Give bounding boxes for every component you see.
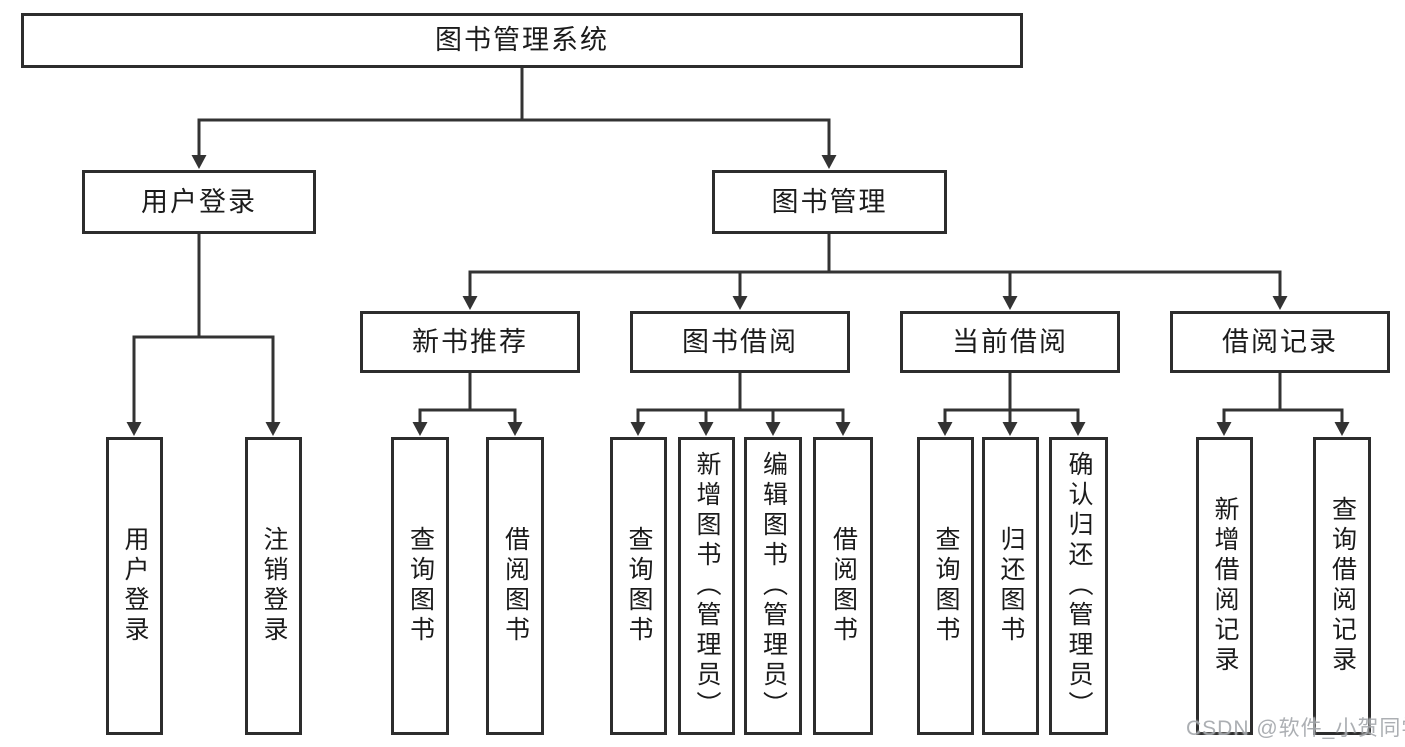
- arrow-icon: [630, 422, 646, 436]
- leaf-edit-books-admin: 编辑图书（管理员）: [744, 437, 802, 735]
- node-label: 用户登录: [121, 526, 149, 646]
- connector-new-book-recommend-children: [418, 371, 517, 426]
- node-library-system: 图书管理系统: [21, 13, 1023, 68]
- node-label: 归还图书: [997, 526, 1025, 646]
- arrow-icon: [1216, 422, 1232, 436]
- node-label: 借阅图书: [829, 526, 858, 646]
- leaf-return-books: 归还图书: [982, 437, 1039, 735]
- leaf-query-books-recommend: 查询图书: [391, 437, 449, 735]
- arrow-icon: [1272, 296, 1288, 310]
- arrow-icon: [126, 422, 142, 436]
- arrow-icon: [1070, 422, 1086, 436]
- arrow-icon: [1334, 422, 1350, 436]
- node-label: 借阅记录: [1222, 326, 1338, 357]
- node-label: 注销登录: [260, 526, 288, 646]
- arrow-icon: [821, 155, 837, 169]
- connector-borrow-records-children: [1222, 371, 1344, 426]
- arrow-icon: [1002, 422, 1018, 436]
- leaf-query-books-current: 查询图书: [917, 437, 974, 735]
- node-label: 查询图书: [406, 526, 435, 646]
- node-new-book-recommend: 新书推荐: [360, 311, 580, 373]
- connector-user-login-children: [132, 232, 275, 426]
- node-label: 图书管理: [771, 186, 888, 217]
- node-book-management: 图书管理: [712, 170, 947, 234]
- node-label: 新书推荐: [412, 326, 528, 357]
- node-label: 编辑图书（管理员）: [759, 451, 788, 721]
- csdn-watermark: CSDN @软件_小贺同学: [1186, 717, 1405, 740]
- node-label: 新增图书（管理员）: [693, 451, 721, 721]
- node-label: 查询图书: [625, 526, 653, 646]
- connector-root-to-level2: [197, 64, 831, 160]
- leaf-borrow-books: 借阅图书: [813, 437, 873, 735]
- connector-book-management-children: [468, 232, 1282, 302]
- leaf-borrow-books-recommend: 借阅图书: [486, 437, 544, 735]
- node-label: 查询图书: [932, 526, 960, 646]
- leaf-query-books-borrow: 查询图书: [610, 437, 667, 735]
- node-label: 当前借阅: [952, 326, 1068, 357]
- arrow-icon: [1002, 296, 1018, 310]
- arrow-icon: [507, 422, 523, 436]
- arrow-icon: [765, 422, 781, 436]
- connector-current-borrow-children: [943, 371, 1080, 426]
- arrow-icon: [732, 296, 748, 310]
- connector-book-borrow-children: [636, 371, 845, 426]
- node-label: 用户登录: [141, 186, 257, 217]
- node-user-login: 用户登录: [82, 170, 316, 234]
- node-book-borrow: 图书借阅: [630, 311, 850, 373]
- arrowheads: [126, 155, 1350, 436]
- arrow-icon: [265, 422, 281, 436]
- leaf-query-borrow-record: 查询借阅记录: [1313, 437, 1371, 735]
- arrow-icon: [412, 422, 428, 436]
- node-label: 图书借阅: [682, 326, 798, 357]
- leaf-add-borrow-record: 新增借阅记录: [1196, 437, 1253, 735]
- arrow-icon: [462, 296, 478, 310]
- node-label: 查询借阅记录: [1328, 496, 1357, 676]
- node-label: 借阅图书: [501, 526, 530, 646]
- arrow-icon: [937, 422, 953, 436]
- arrow-icon: [835, 422, 851, 436]
- leaf-add-books-admin: 新增图书（管理员）: [678, 437, 735, 735]
- leaf-confirm-return-admin: 确认归还（管理员）: [1049, 437, 1108, 735]
- arrow-icon: [191, 155, 207, 169]
- node-label: 图书管理系统: [435, 25, 609, 55]
- leaf-logout-login: 注销登录: [245, 437, 302, 735]
- node-borrow-records: 借阅记录: [1170, 311, 1390, 373]
- node-label: 新增借阅记录: [1211, 496, 1239, 676]
- node-label: 确认归还（管理员）: [1065, 451, 1093, 721]
- leaf-user-login: 用户登录: [106, 437, 163, 735]
- arrow-icon: [698, 422, 714, 436]
- node-current-borrow: 当前借阅: [900, 311, 1120, 373]
